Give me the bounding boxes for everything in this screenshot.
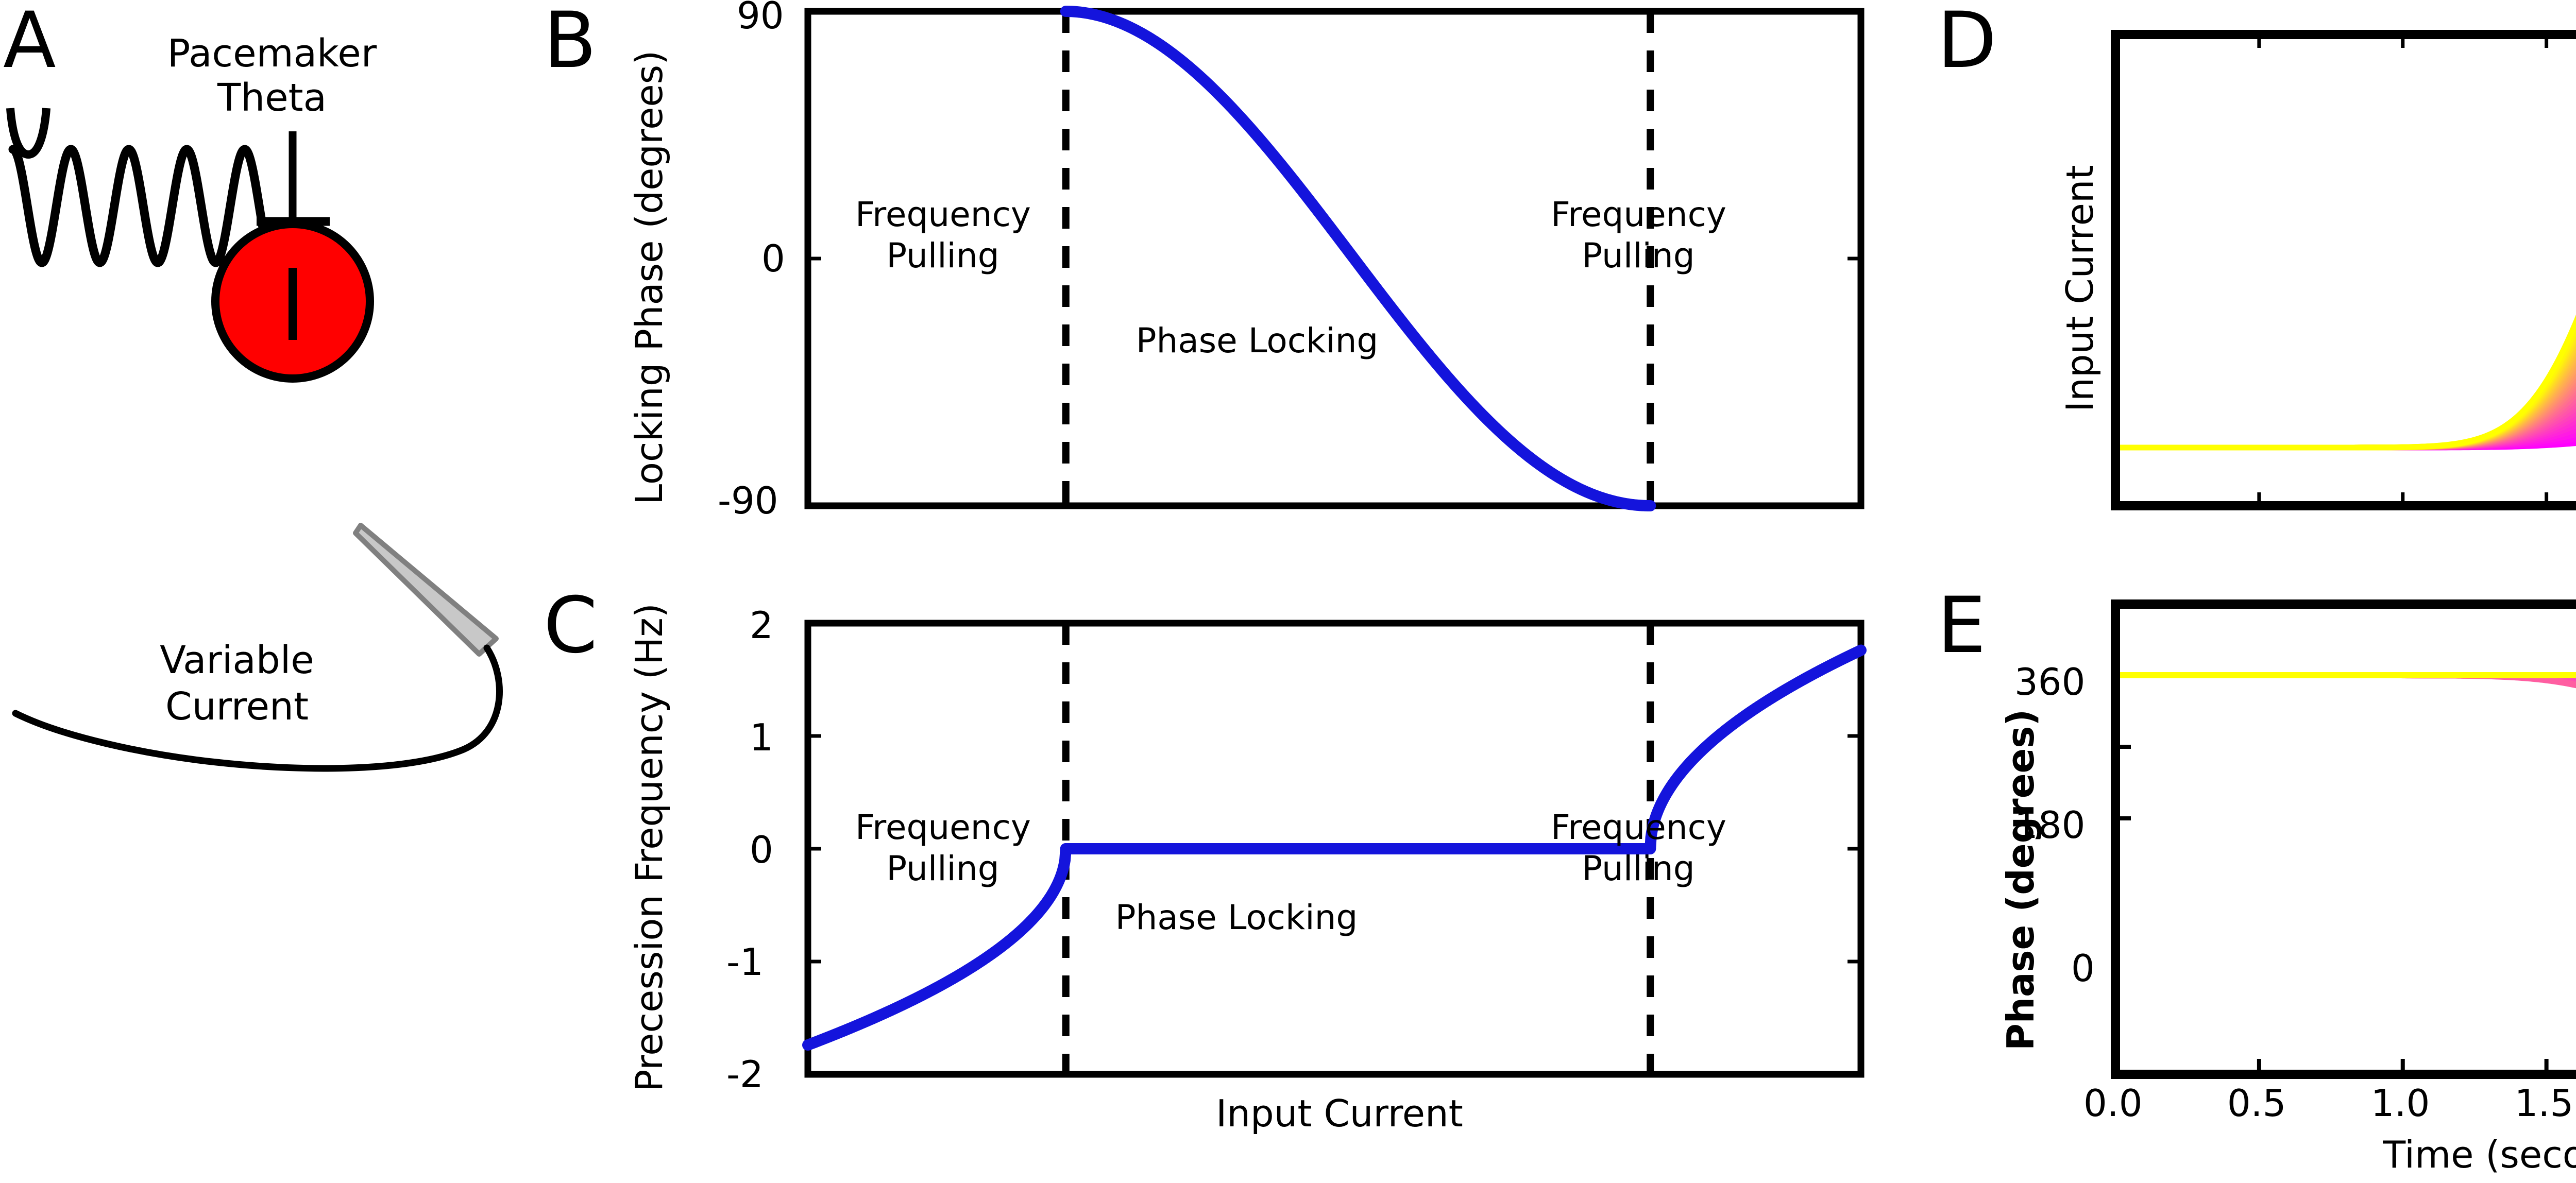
panel-e-ytick-360: 360 bbox=[2014, 660, 2086, 704]
panel-c-ytick-neg1: -1 bbox=[726, 940, 764, 984]
variable-current-label-line2: Current bbox=[165, 684, 309, 729]
panel-c-xlabel: Input Current bbox=[1216, 1092, 1463, 1135]
panel-letter-d: D bbox=[1937, 0, 1997, 85]
panel-c-annot-right-line2: Pulling bbox=[1582, 849, 1695, 888]
panel-e-ytick-0: 0 bbox=[2071, 947, 2095, 990]
panel-c-annot-right-line1: Frequency bbox=[1551, 808, 1726, 847]
panel-e-xlabel: Time (seconds) bbox=[2383, 1133, 2576, 1176]
panel-c-ytick-1: 1 bbox=[750, 716, 773, 759]
pacemaker-label-line2: Theta bbox=[217, 76, 327, 120]
panel-b-annot-left-line2: Pulling bbox=[886, 236, 999, 276]
variable-current-label-line1: Variable bbox=[160, 638, 314, 682]
panel-letter-c: C bbox=[544, 581, 598, 671]
panel-letter-a: A bbox=[3, 0, 56, 85]
panel-b-annot-right-line2: Pulling bbox=[1582, 236, 1695, 276]
panel-c-annot-left-line1: Frequency bbox=[855, 808, 1031, 847]
sine-wave-icon bbox=[6, 108, 50, 159]
pacemaker-label-line1: Pacemaker bbox=[167, 31, 377, 76]
panel-e-xtick-1: 1.0 bbox=[2370, 1082, 2430, 1125]
panel-letter-e: E bbox=[1937, 581, 1986, 671]
panel-b-ytick-0: 0 bbox=[761, 237, 785, 280]
panel-b-annot-left-line1: Frequency bbox=[855, 195, 1031, 234]
panel-c-annot-left-line2: Pulling bbox=[886, 849, 999, 888]
panel-a-diagram bbox=[6, 108, 503, 772]
panel-e-xtick-1-5: 1.5 bbox=[2514, 1082, 2574, 1125]
pipette-electrode-icon bbox=[353, 523, 499, 657]
panel-letter-b: B bbox=[544, 0, 597, 85]
panel-c-annot-center: Phase Locking bbox=[1115, 898, 1358, 937]
panel-c-ytick-0: 0 bbox=[750, 828, 773, 871]
panel-b-annot-right-line1: Frequency bbox=[1551, 195, 1726, 234]
sine-wave-icon bbox=[8, 145, 273, 267]
panel-b-ytick-neg90: -90 bbox=[718, 479, 778, 522]
panel-e-ytick-180: 180 bbox=[2014, 803, 2086, 847]
panel-c-ytick-neg2: -2 bbox=[726, 1053, 764, 1096]
panel-b-annot-center: Phase Locking bbox=[1136, 321, 1379, 361]
panel-e-xtick-0: 0.0 bbox=[2083, 1082, 2143, 1125]
panel-e-xtick-0-5: 0.5 bbox=[2227, 1082, 2286, 1125]
panel-b-ytick-90: 90 bbox=[737, 0, 784, 37]
wire-icon bbox=[12, 644, 503, 772]
panel-c-ytick-2: 2 bbox=[750, 604, 773, 647]
